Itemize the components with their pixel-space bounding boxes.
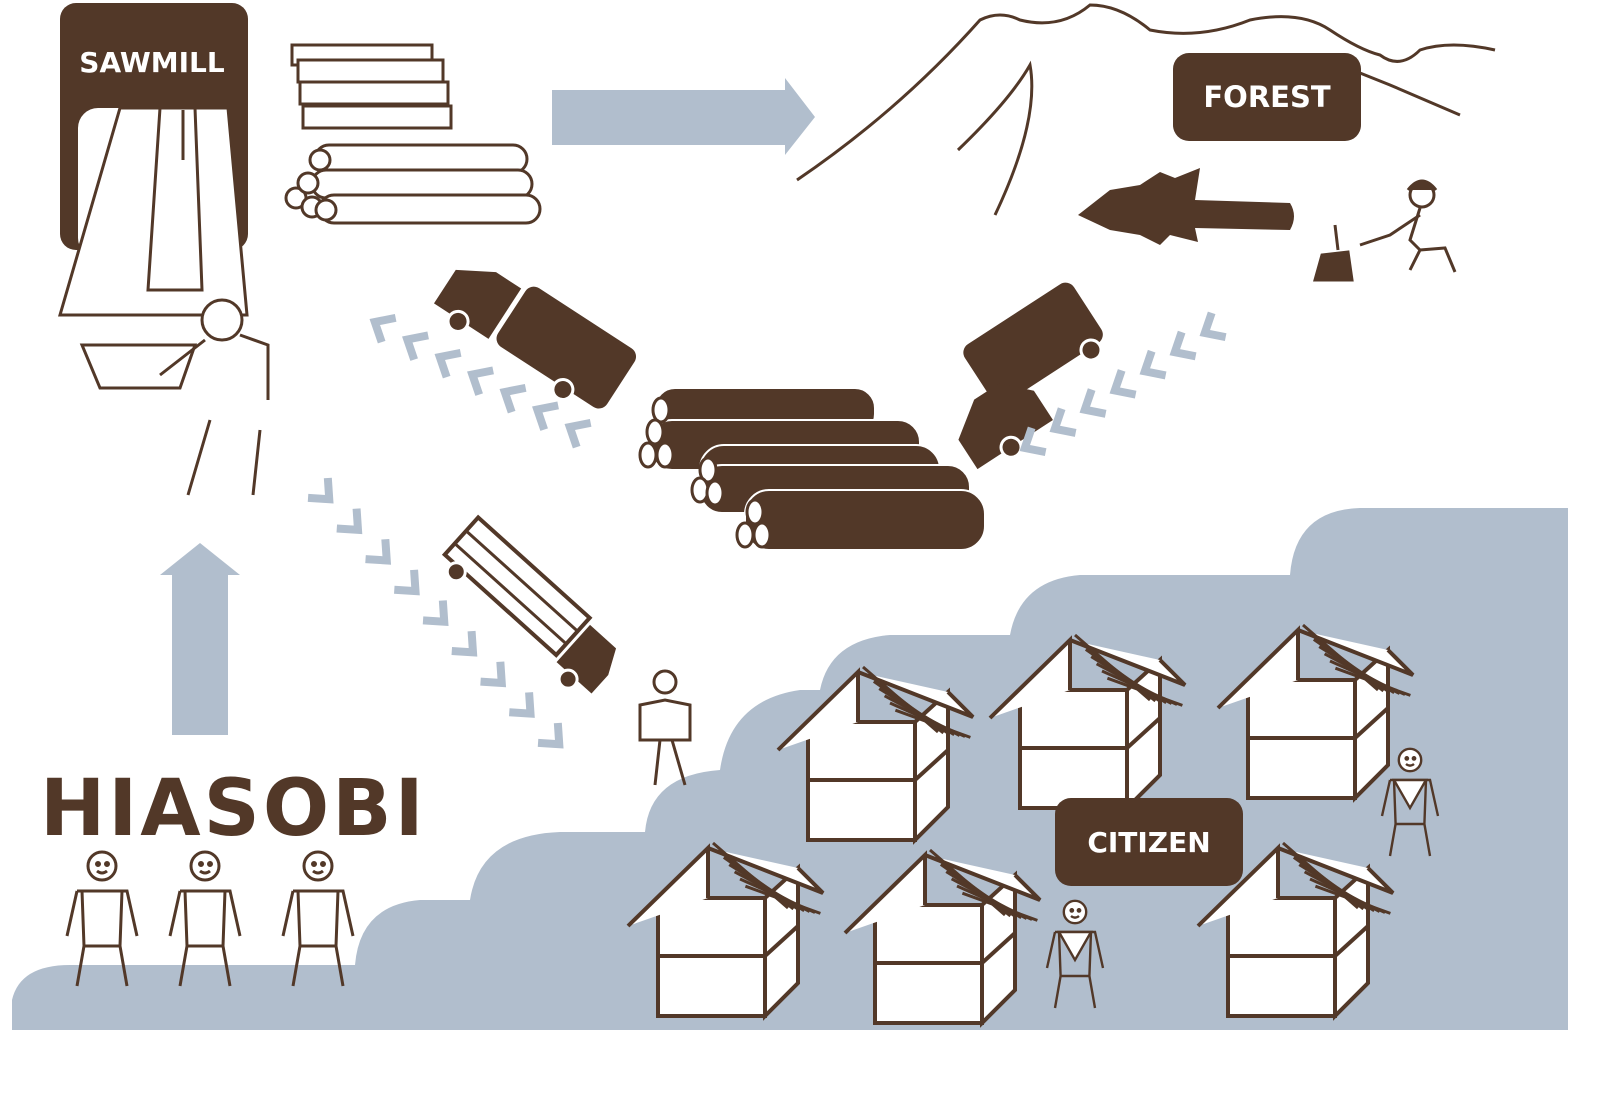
house-icon [843,848,1042,1028]
house-icon [626,841,825,1021]
chevron-down-icon [365,539,392,565]
forest-label-box: FOREST [1173,53,1361,141]
lumberjack-figure [1313,179,1457,282]
chevron-left-icon [1199,311,1227,342]
lumber-stack [290,43,453,130]
house-icon [776,665,975,845]
chevron-down-icon [336,508,363,535]
chevron-left-icon [499,383,527,414]
arrow-up-to-sawmill [160,543,240,735]
truck-lumber-to-town [441,514,617,694]
chevron-left-icon [1019,426,1047,457]
chevron-down-icon [509,692,535,718]
person-figure [281,850,355,987]
chevron-left-icon [1139,349,1167,380]
central-log-pile [638,387,986,551]
people [65,747,1440,1009]
chevron-paths [307,311,1227,749]
citizen-label-box: CITIZEN [1055,798,1243,886]
person-figure [1380,747,1440,857]
felled-tree-icon [1078,168,1294,245]
person-figure [168,850,242,987]
truck-to-sawmill [433,269,637,409]
chevron-left-icon [369,313,397,344]
forest-label: FOREST [1203,80,1330,114]
house-icon [988,633,1187,813]
chevron-down-icon [451,630,478,657]
community-ground [12,508,1568,1030]
log-stack [284,143,542,225]
chevron-down-icon [422,600,449,627]
truck-from-forest [958,282,1103,470]
chevron-down-icon [394,569,420,596]
chevron-down-icon [480,661,507,688]
chevron-left-icon [434,348,462,379]
chevron-left-icon [1049,407,1077,437]
chevron-down-icon [307,477,334,504]
chevron-left-icon [402,331,429,361]
chevron-down-icon [537,722,564,749]
houses [626,623,1415,1028]
citizen-label: CITIZEN [1087,826,1210,859]
reading-person-figure [638,669,692,786]
chevron-left-icon [1169,330,1197,361]
sawmill-worker-figure [79,298,270,496]
house-icon [1216,623,1415,803]
house-icon [1196,841,1395,1021]
chevron-left-icon [1079,388,1107,418]
chevron-left-icon [467,366,494,396]
chevron-left-icon [1109,369,1137,399]
sawmill-label: SAWMILL [79,46,225,79]
hiasobi-label: HIASOBI [40,764,427,854]
chevron-left-icon [564,418,592,449]
person-figure [1045,899,1105,1009]
arrow-right-to-forest [552,78,815,155]
sawmill: SAWMILL [58,3,249,317]
chevron-left-icon [532,401,559,431]
person-figure [65,850,139,987]
